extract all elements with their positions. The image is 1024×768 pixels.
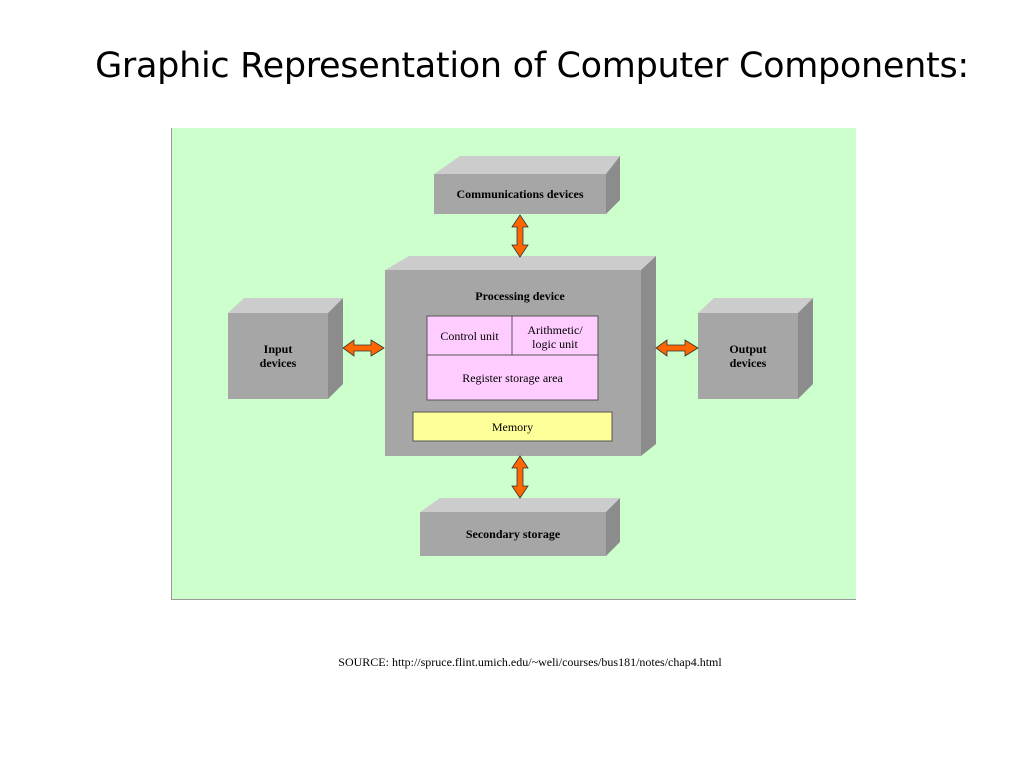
horizontal-arrow-right [655, 339, 699, 357]
communications-devices-label: Communications devices [456, 187, 584, 201]
slide-title: Graphic Representation of Computer Compo… [95, 46, 969, 86]
secondary-storage-box [420, 498, 620, 556]
vertical-arrow-bottom [511, 455, 529, 499]
input-box [228, 298, 343, 399]
memory-label: Memory [491, 419, 534, 434]
horizontal-arrow-left [342, 339, 385, 357]
control-unit-label: Control unit [440, 328, 499, 343]
communications-box [434, 156, 620, 214]
secondary-storage-label: Secondary storage [465, 527, 561, 541]
vertical-arrow-top [511, 214, 529, 258]
computer-components-diagram: Communications devices Processing device… [171, 128, 856, 600]
memory-panel [412, 411, 613, 442]
source-citation: SOURCE: http://spruce.flint.umich.edu/~w… [338, 655, 722, 669]
alu-label: Arithmetic/ logic unit [527, 322, 583, 351]
input-devices-label: Input devices [259, 342, 297, 370]
diagram-graphics [228, 156, 813, 556]
output-devices-label: Output devices [729, 342, 767, 370]
processing-device-label: Processing device [475, 289, 565, 303]
register-storage-label: Register storage area [462, 370, 563, 385]
output-box [698, 298, 813, 399]
